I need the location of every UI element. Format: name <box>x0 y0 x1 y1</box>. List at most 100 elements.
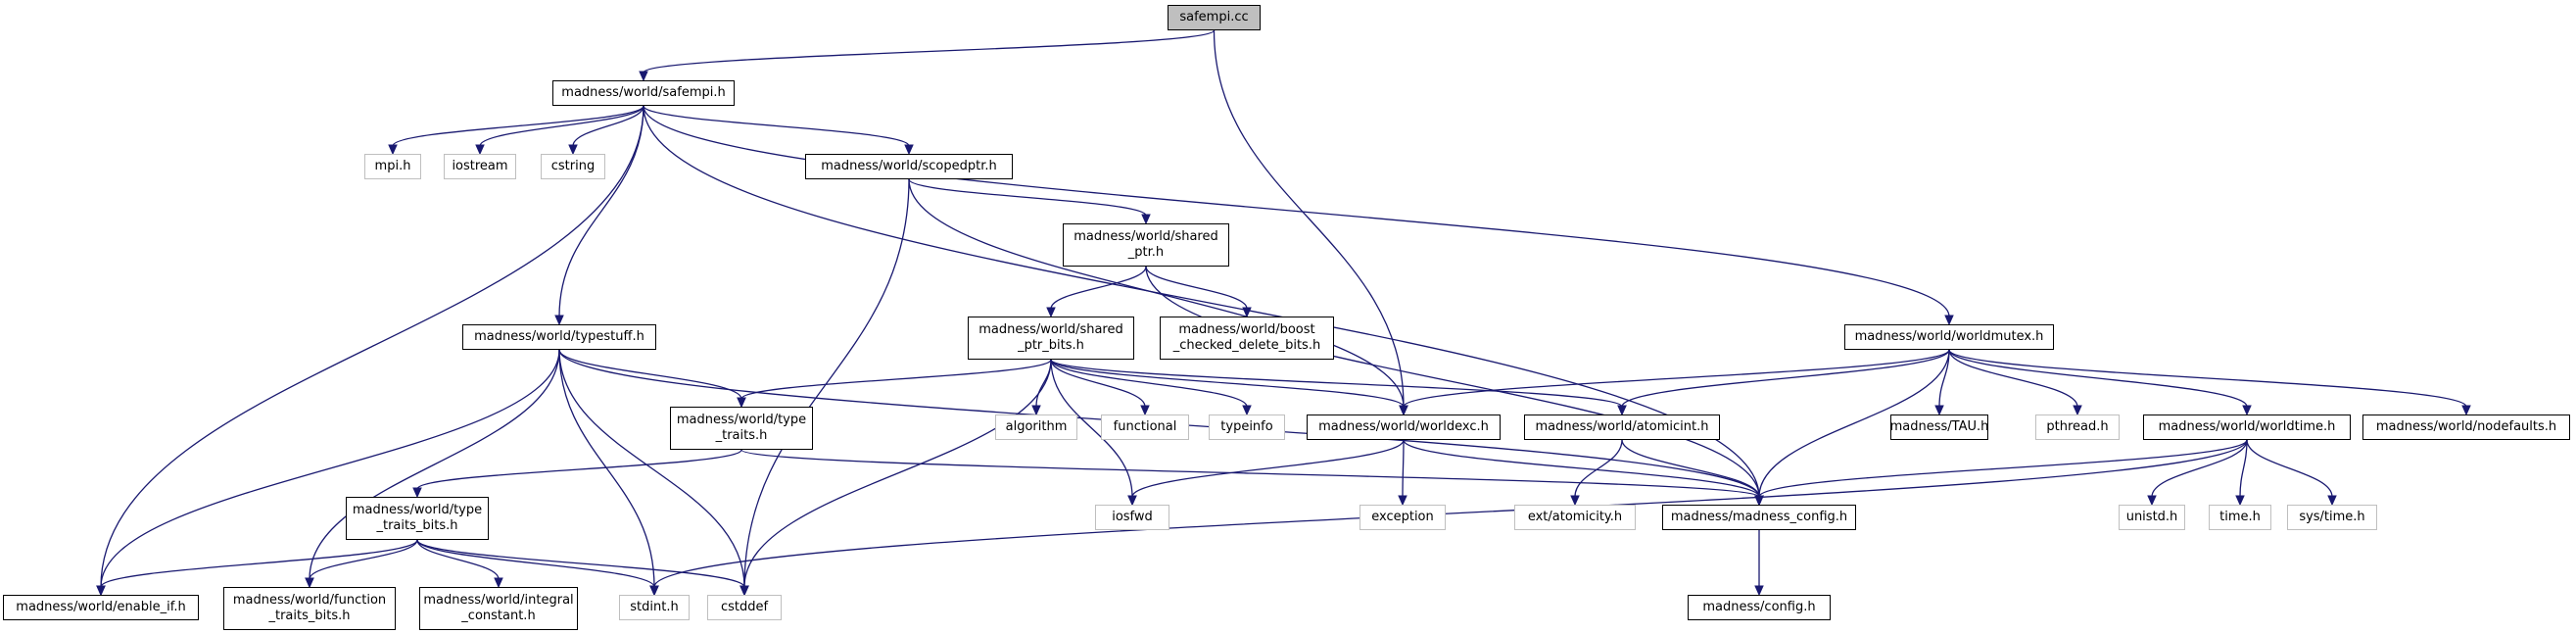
arrowhead <box>1140 405 1150 416</box>
edge-atomicint-to-ext_atomicity <box>1574 439 1623 498</box>
arrowhead <box>649 585 659 597</box>
node-nodefaults[interactable]: madness/world/nodefaults.h <box>2362 415 2570 440</box>
node-sys-time: sys/time.h <box>2287 505 2377 530</box>
edge-shared_ptr_bits-to-worldexc <box>1050 359 1405 408</box>
arrowhead <box>1754 585 1764 597</box>
node-tau[interactable]: madness/TAU.h <box>1890 415 1988 440</box>
arrowhead <box>1242 405 1252 416</box>
node-exception: exception <box>1360 505 1446 530</box>
arrowhead <box>1141 214 1151 225</box>
edge-type_traits_bits-to-enable_if <box>100 539 418 588</box>
edge-safempi_h-to-enable_if <box>100 105 644 588</box>
edge-worldtime-to-madness_config <box>1758 439 2248 498</box>
arrowhead <box>494 577 503 589</box>
edge-typestuff-to-type_traits <box>558 349 742 400</box>
node-functional: functional <box>1101 415 1189 440</box>
edge-type_traits-to-madness_config <box>740 449 1760 498</box>
node-typeinfo: typeinfo <box>1209 415 1285 440</box>
node-ext-atomicity: ext/atomicity.h <box>1514 505 1636 530</box>
edge-worldtime-to-unistd <box>2151 439 2248 498</box>
edge-typestuff-to-function_traits_bits <box>309 349 560 580</box>
arrowhead <box>739 585 749 597</box>
node-type-traits[interactable]: madness/world/type _traits.h <box>670 407 813 450</box>
edge-shared_ptr_bits-to-functional <box>1050 359 1146 408</box>
edge-worldmutex-to-worldtime <box>1948 349 2248 408</box>
edge-worldexc-to-madness_config <box>1403 439 1760 498</box>
arrowhead <box>2461 405 2471 416</box>
edge-shared_ptr-to-madness_config <box>1145 266 1760 498</box>
node-algorithm: algorithm <box>995 415 1077 440</box>
node-unistd: unistd.h <box>2119 505 2185 530</box>
arrowhead <box>2073 405 2082 416</box>
node-worldmutex[interactable]: madness/world/worldmutex.h <box>1844 324 2054 350</box>
arrowhead <box>2235 495 2245 507</box>
node-worldtime[interactable]: madness/world/worldtime.h <box>2143 415 2351 440</box>
node-madness-config[interactable]: madness/madness_config.h <box>1662 505 1856 530</box>
edge-shared_ptr_bits-to-atomicint <box>1050 359 1623 408</box>
edge-worldmutex-to-nodefaults <box>1948 349 2467 408</box>
arrowhead <box>904 144 914 156</box>
edge-safempi_cc-to-worldexc <box>1213 29 1405 408</box>
edge-atomicint-to-madness_config <box>1621 439 1760 498</box>
node-cstring: cstring <box>541 154 605 179</box>
arrowhead <box>2147 495 2157 507</box>
arrowhead <box>1617 405 1627 416</box>
node-scopedptr[interactable]: madness/world/scopedptr.h <box>805 154 1013 179</box>
node-mpi-h: mpi.h <box>364 154 421 179</box>
edge-type_traits_bits-to-integral_constant <box>416 539 500 580</box>
arrowhead <box>1242 307 1252 318</box>
node-safempi-cc: safempi.cc <box>1168 5 1261 30</box>
edge-worldtime-to-time_h <box>2239 439 2248 498</box>
arrowhead <box>475 144 485 156</box>
edge-type_traits_bits-to-cstddef <box>416 539 745 588</box>
edge-type_traits_bits-to-stdint <box>416 539 655 588</box>
edge-typestuff-to-stdint <box>558 349 655 588</box>
arrowhead <box>1754 495 1764 507</box>
node-type-traits-bits[interactable]: madness/world/type _traits_bits.h <box>346 497 489 540</box>
edge-safempi_h-to-iostream <box>479 105 644 147</box>
edge-shared_ptr_bits-to-iosfwd <box>1050 359 1133 498</box>
node-boost-cdb[interactable]: madness/world/boost _checked_delete_bits… <box>1160 317 1334 360</box>
arrowhead <box>554 315 564 326</box>
arrowhead <box>737 397 746 409</box>
edge-shared_ptr_bits-to-algorithm <box>1035 359 1052 408</box>
edge-shared_ptr_bits-to-cstddef <box>743 359 1052 588</box>
node-time-h: time.h <box>2209 505 2271 530</box>
node-atomicint[interactable]: madness/world/atomicint.h <box>1524 415 1720 440</box>
node-safempi-h[interactable]: madness/world/safempi.h <box>552 80 735 106</box>
arrowhead <box>639 71 648 82</box>
arrowhead <box>1570 495 1580 507</box>
edge-safempi_h-to-worldmutex <box>643 105 1950 317</box>
node-worldexc[interactable]: madness/world/worldexc.h <box>1307 415 1501 440</box>
arrowhead <box>305 577 314 589</box>
edge-type_traits-to-type_traits_bits <box>416 449 742 490</box>
edge-typestuff-to-cstddef <box>558 349 745 588</box>
node-enable-if[interactable]: madness/world/enable_if.h <box>3 595 199 620</box>
node-shared-ptr-bits[interactable]: madness/world/shared _ptr_bits.h <box>968 317 1134 360</box>
edge-safempi_h-to-typestuff <box>558 105 644 317</box>
edge-type_traits_bits-to-function_traits_bits <box>309 539 418 580</box>
edge-shared_ptr_bits-to-type_traits <box>740 359 1052 400</box>
arrowhead <box>568 144 578 156</box>
edge-safempi_h-to-cstring <box>572 105 644 147</box>
edge-worldmutex-to-madness_config <box>1758 349 1950 498</box>
edge-safempi_h-to-scopedptr <box>643 105 910 147</box>
edge-scopedptr-to-shared_ptr <box>908 178 1147 217</box>
node-iostream: iostream <box>444 154 516 179</box>
edge-worldtime-to-sys_time <box>2246 439 2333 498</box>
arrowhead <box>1046 307 1056 318</box>
node-config-h[interactable]: madness/config.h <box>1688 595 1831 620</box>
arrowhead <box>1031 405 1041 416</box>
arrowhead <box>1399 405 1408 416</box>
node-shared-ptr[interactable]: madness/world/shared _ptr.h <box>1063 223 1229 267</box>
edge-safempi_h-to-mpi_h <box>392 105 644 147</box>
arrowhead <box>1934 405 1944 416</box>
arrowhead <box>2242 405 2252 416</box>
node-typestuff[interactable]: madness/world/typestuff.h <box>462 324 656 350</box>
node-function-traits-bits[interactable]: madness/world/function _traits_bits.h <box>223 587 396 630</box>
edge-safempi_cc-to-safempi_h <box>643 29 1216 73</box>
node-integral-constant[interactable]: madness/world/integral _constant.h <box>419 587 578 630</box>
edge-shared_ptr-to-boost_cdb <box>1145 266 1248 310</box>
edge-worldexc-to-exception <box>1402 439 1405 498</box>
edge-worldtime-to-stdint <box>653 439 2248 588</box>
